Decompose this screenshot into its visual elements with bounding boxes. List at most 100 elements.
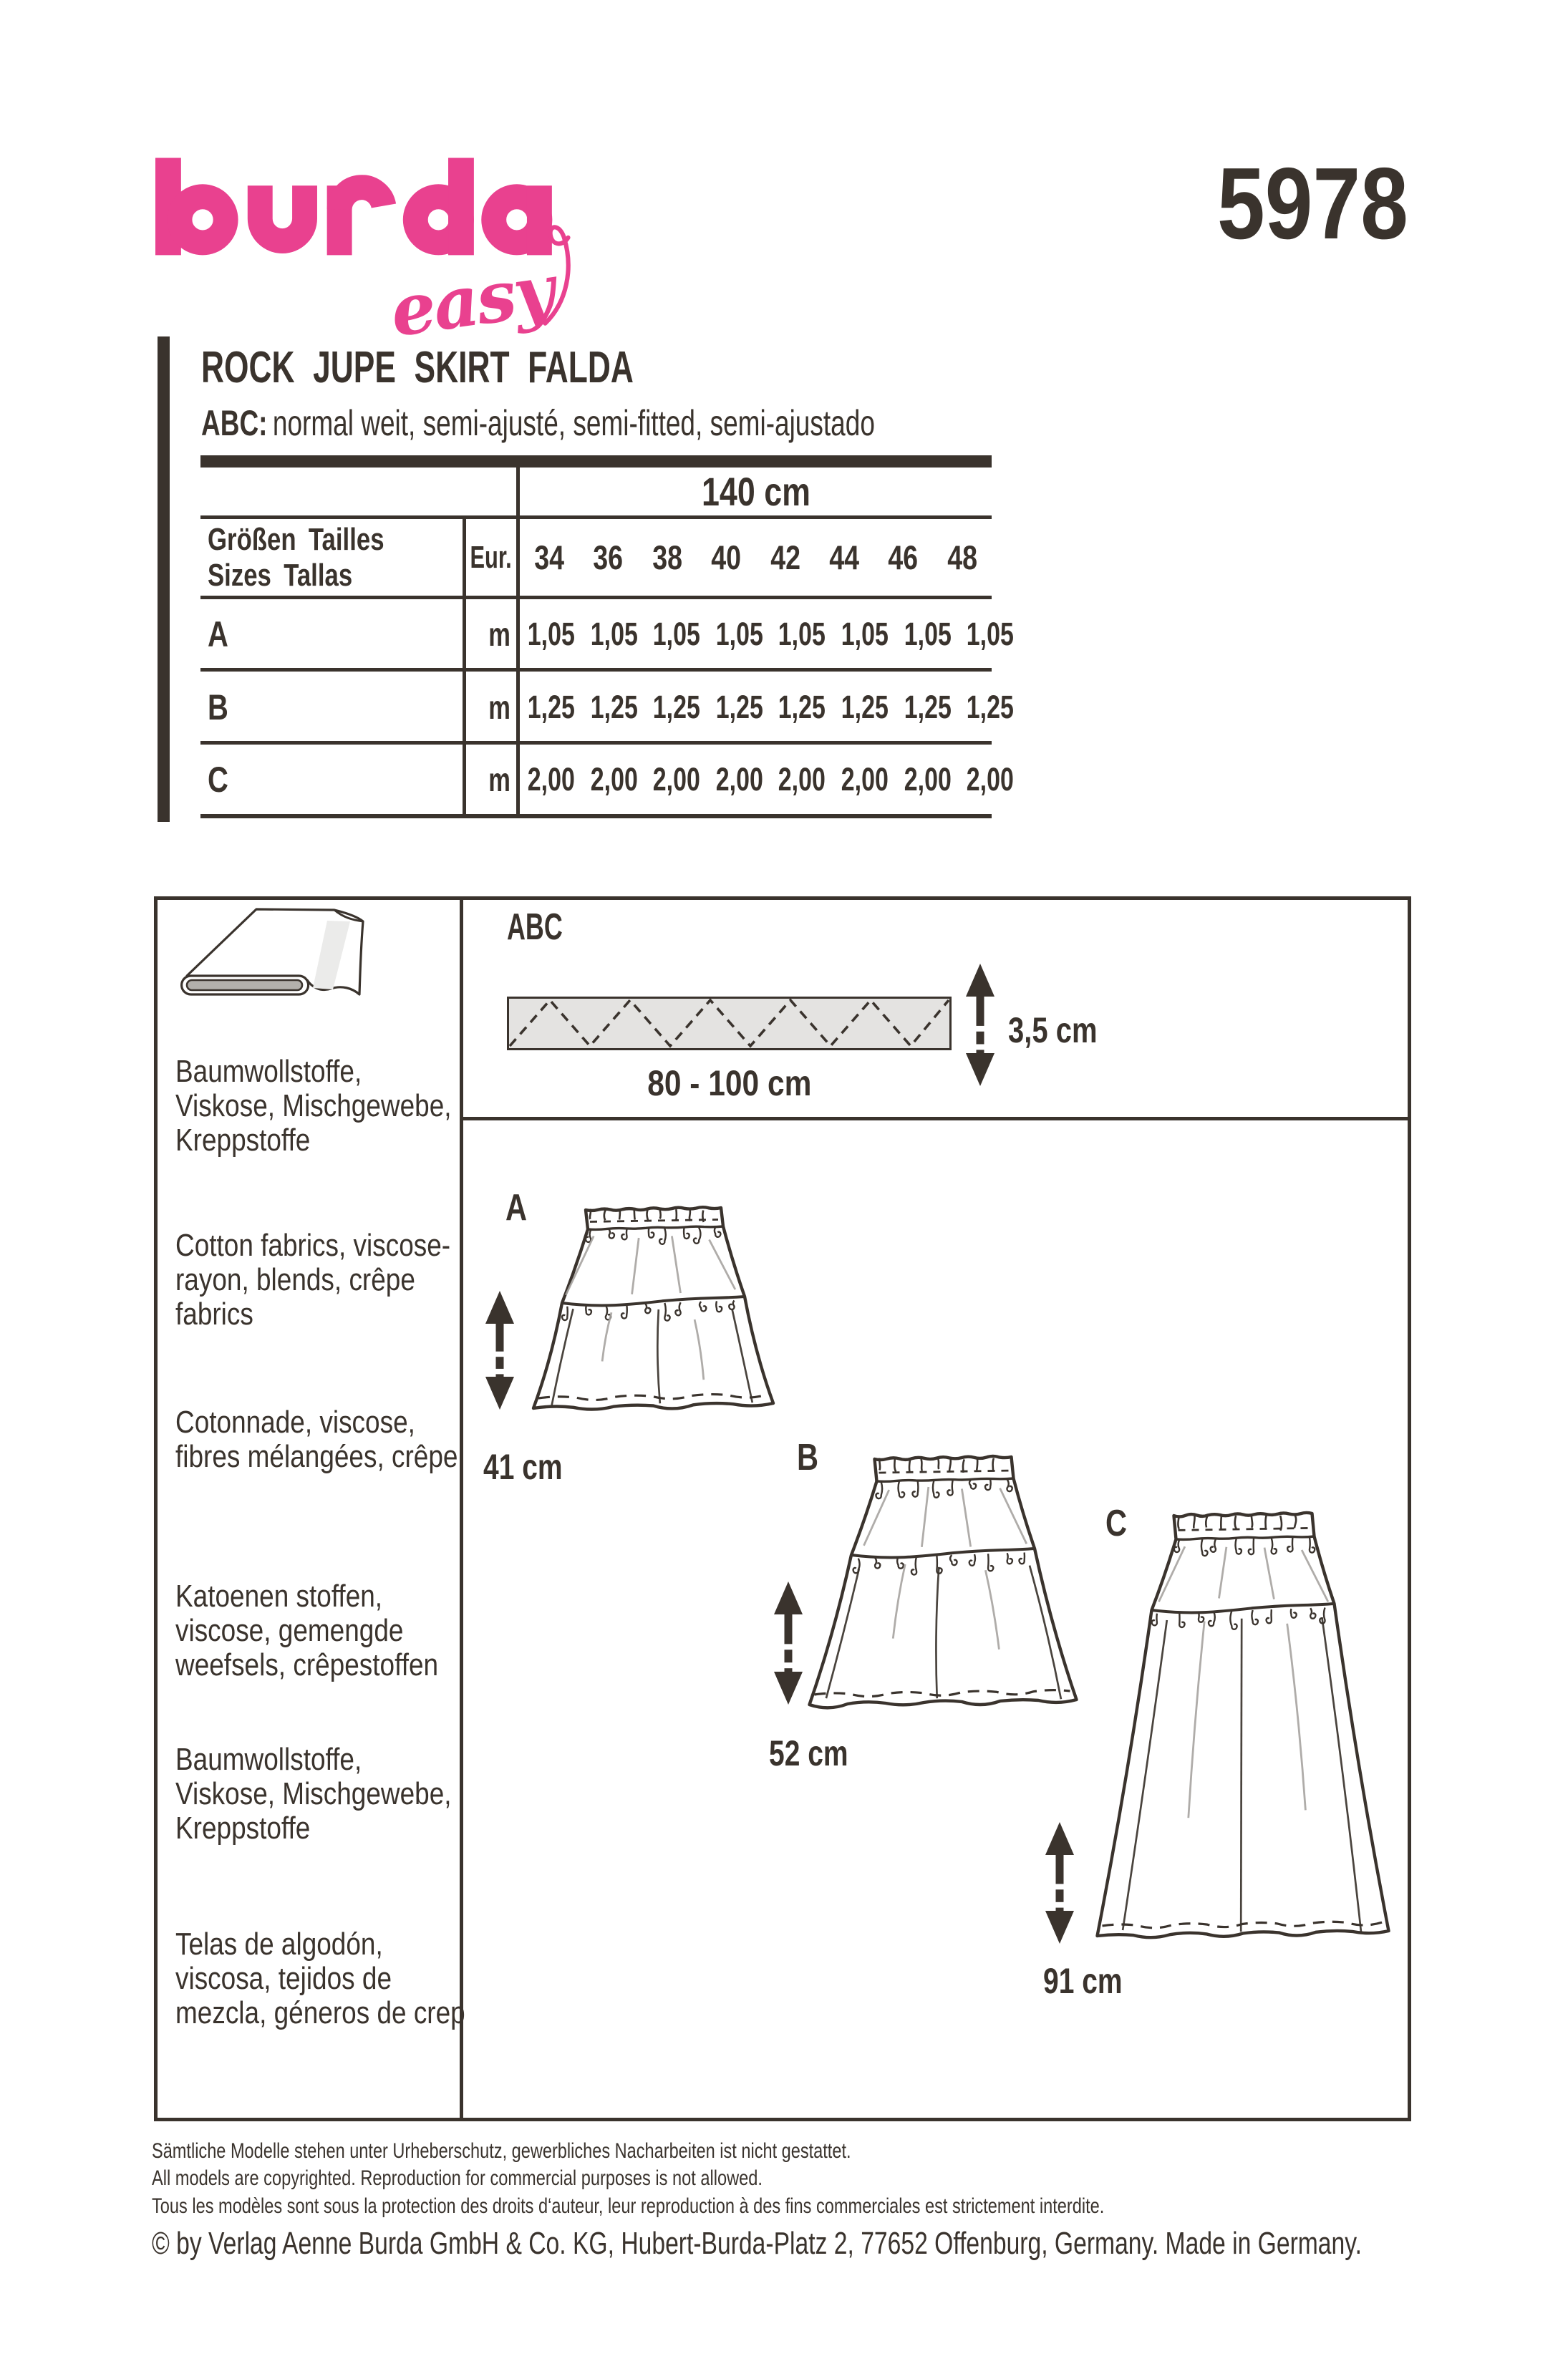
yardage-cell: 2,00 <box>715 761 763 798</box>
material-text-line: Katoenen stoffen, <box>175 1579 383 1614</box>
svg-text:easy: easy <box>385 248 563 339</box>
table-vertical-rule <box>516 455 520 818</box>
view-row-label: C <box>208 760 228 800</box>
publisher-line: © by Verlag Aenne Burda GmbH & Co. KG, H… <box>152 2226 1362 2261</box>
view-row-label: B <box>208 687 228 727</box>
material-text-line: Baumwollstoffe, <box>175 1054 362 1089</box>
page-title: ROCK JUPE SKIRT FALDA <box>201 343 634 392</box>
fabric-bolt <box>180 908 365 1000</box>
box-column-divider <box>460 900 463 2118</box>
material-paragraph: Cotonnade, viscose,fibres mélangées, crê… <box>175 1405 458 1474</box>
fabric-bolt-icon <box>180 908 364 996</box>
table-rule <box>200 596 992 599</box>
yardage-cell: 1,25 <box>652 688 701 725</box>
table-rule <box>200 668 992 672</box>
yardage-cell: 1,25 <box>904 688 952 725</box>
view-b-length: 52 cm <box>769 1733 848 1773</box>
size-header-cell: 44 <box>829 538 859 576</box>
yardage-cell: 1,25 <box>715 688 763 725</box>
yardage-cell: 1,05 <box>904 615 952 652</box>
yardage-cell: 1,05 <box>715 615 763 652</box>
interfacing-height-arrow <box>964 964 996 1090</box>
size-header-cell: 46 <box>888 538 919 576</box>
table-rule <box>200 741 992 745</box>
length-arrow-icon <box>1045 1822 1074 1944</box>
interfacing-strip <box>507 997 952 1050</box>
length-arrow-icon <box>774 1581 803 1705</box>
table-bottom-rule <box>200 814 992 818</box>
size-header-cell: 42 <box>770 538 800 576</box>
view-b-label: B <box>797 1437 819 1478</box>
view-b-length-arrow <box>773 1581 804 1708</box>
unit-cell: m <box>488 761 510 798</box>
view-a-length: 41 cm <box>483 1447 563 1487</box>
material-text-line: Baumwollstoffe, <box>175 1742 362 1777</box>
yardage-cell: 1,05 <box>652 615 701 652</box>
yardage-cell: 2,00 <box>841 761 889 798</box>
table-top-rule <box>200 455 992 468</box>
copyright-line-de: Sämtliche Modelle stehen unter Urhebersc… <box>152 2139 851 2163</box>
view-c-length-arrow <box>1044 1822 1075 1947</box>
view-a-drawing <box>530 1201 777 1427</box>
sizes-label: Größen Tailles Sizes Tallas <box>208 521 384 593</box>
material-text-line: fabrics <box>175 1297 253 1332</box>
length-arrow-icon <box>966 964 994 1086</box>
yardage-cell: 2,00 <box>904 761 952 798</box>
burda-easy-logo-block: easy <box>155 156 574 353</box>
burda-easy-logo: easy <box>155 158 571 353</box>
interfacing-width-label: 80 - 100 cm <box>647 1063 812 1103</box>
yardage-cell: 1,25 <box>778 688 826 725</box>
interfacing-section-divider <box>463 1117 1408 1120</box>
fit-line-text: ABC:normal weit, semi-ajusté, semi-fitte… <box>201 405 875 441</box>
material-text-line: Kreppstoffe <box>175 1123 311 1158</box>
view-b-drawing <box>806 1450 1080 1725</box>
pattern-number: 5978 <box>1217 147 1408 261</box>
material-text-line: viscosa, tejidos de <box>175 1961 392 1996</box>
material-text-line: Cotton fabrics, viscose- <box>175 1228 451 1263</box>
yardage-cell: 2,00 <box>527 761 575 798</box>
yardage-cell: 1,05 <box>590 615 638 652</box>
material-text-line: mezcla, géneros de crep <box>175 1995 465 2030</box>
yardage-cell: 1,25 <box>966 688 1014 725</box>
interfacing-strip-figure <box>507 997 952 1054</box>
size-header-cell: 36 <box>593 538 624 576</box>
size-header-row: 34 36 38 40 42 44 46 48 <box>520 519 992 596</box>
yardage-cell: 1,05 <box>527 615 575 652</box>
table-vertical-rule <box>463 515 466 818</box>
skirt-c-drawing <box>1095 1511 1390 1939</box>
instruction-box: Baumwollstoffe,Viskose, Mischgewebe,Krep… <box>154 896 1411 2121</box>
material-text-line: weefsels, crêpestoffen <box>175 1647 439 1682</box>
yardage-cell: 1,05 <box>841 615 889 652</box>
material-text-line: Cotonnade, viscose, <box>175 1405 415 1440</box>
material-text-line: Viskose, Mischgewebe, <box>175 1088 452 1123</box>
yardage-cell: 1,25 <box>527 688 575 725</box>
yardage-cell: 2,00 <box>652 761 701 798</box>
material-text-line: Telas de algodón, <box>175 1927 383 1962</box>
yardage-row: 1,05 1,05 1,05 1,05 1,05 1,05 1,05 1,05 <box>520 600 1014 668</box>
unit-cell: m <box>488 615 510 653</box>
fabric-width-header: 140 cm <box>701 469 810 514</box>
yardage-cell: 1,25 <box>841 688 889 725</box>
material-paragraph: Cotton fabrics, viscose-rayon, blends, c… <box>175 1228 451 1332</box>
size-header-cell: 34 <box>534 538 565 576</box>
yardage-cell: 2,00 <box>778 761 826 798</box>
material-text-line: viscose, gemengde <box>175 1613 404 1648</box>
yardage-cell: 1,25 <box>590 688 638 725</box>
skirt-a-drawing <box>531 1206 775 1411</box>
material-text-line: rayon, blends, crêpe <box>175 1262 415 1297</box>
fit-text: normal weit, semi-ajusté, semi-fitted, s… <box>272 403 875 443</box>
yardage-cell: 1,05 <box>966 615 1014 652</box>
size-header-cell: 48 <box>947 538 977 576</box>
material-text-line: Kreppstoffe <box>175 1811 311 1846</box>
view-c-length: 91 cm <box>1043 1961 1123 2001</box>
material-paragraph: Baumwollstoffe,Viskose, Mischgewebe,Krep… <box>175 1742 452 1846</box>
title-accent-bar <box>158 336 170 822</box>
length-arrow-icon <box>485 1291 514 1410</box>
yardage-cell: 1,05 <box>778 615 826 652</box>
yardage-cell: 2,00 <box>966 761 1014 798</box>
yardage-cell: 2,00 <box>590 761 638 798</box>
material-text-line: Viskose, Mischgewebe, <box>175 1776 452 1811</box>
